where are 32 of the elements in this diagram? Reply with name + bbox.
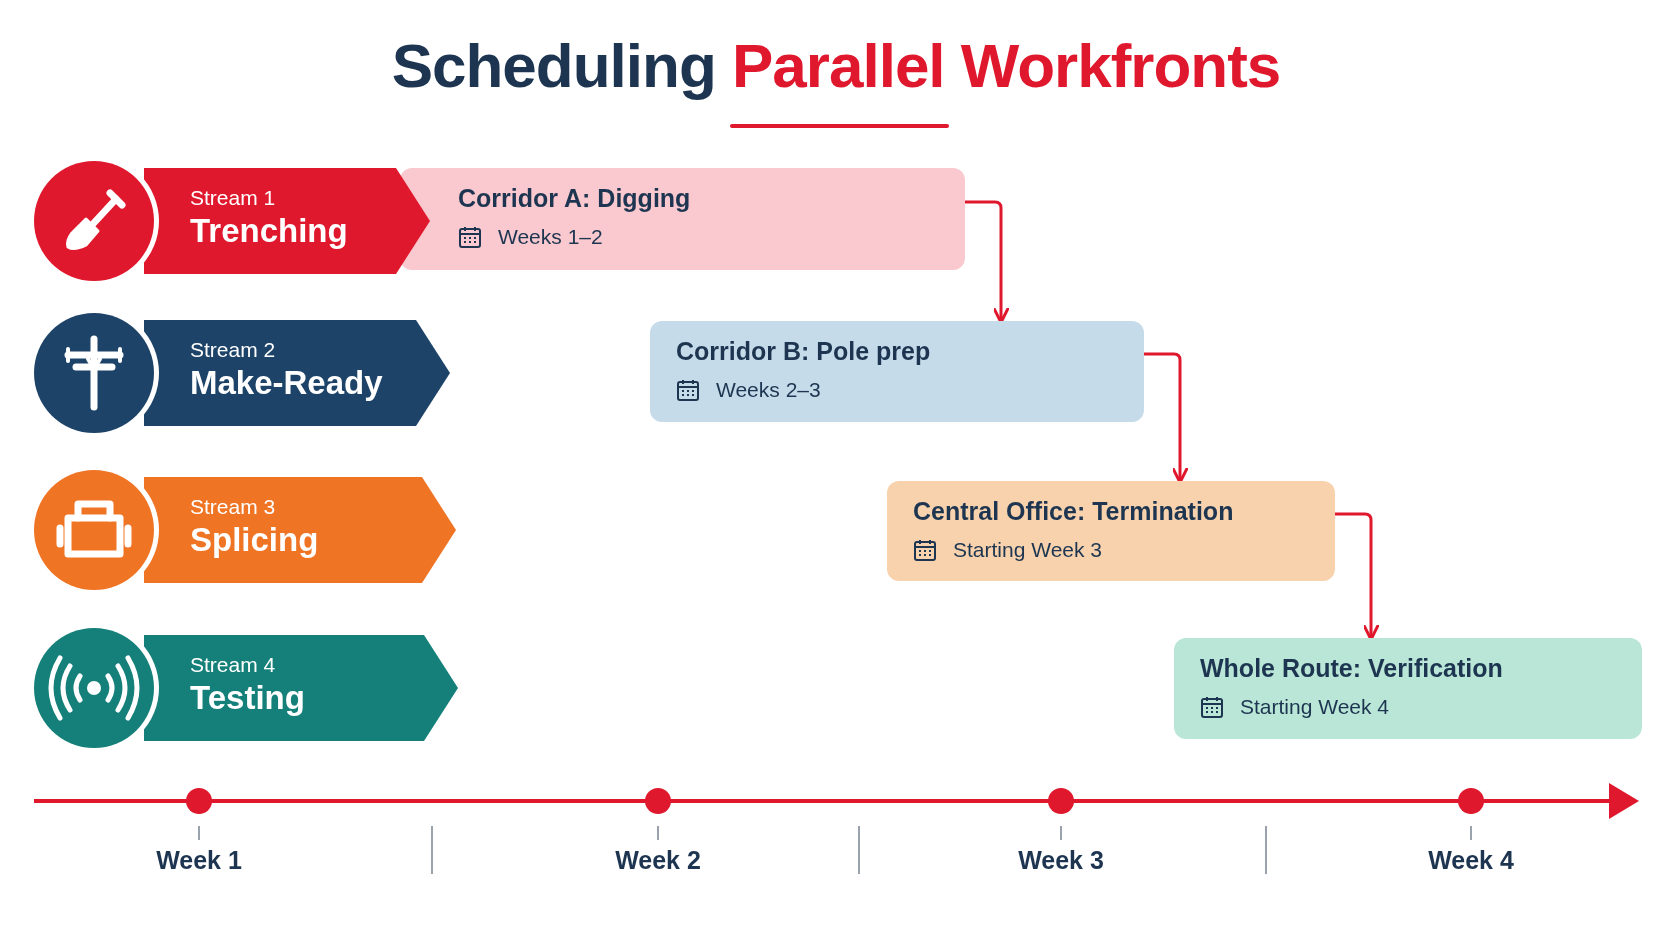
task-bar	[1174, 638, 1642, 739]
title: Scheduling Parallel Workfronts	[390, 30, 1282, 101]
task-bar	[650, 321, 1144, 422]
arrow	[1144, 352, 1189, 484]
stream-name: Trenching	[190, 212, 348, 250]
week-label: Week 2	[615, 846, 701, 875]
stream-name: Make-Ready	[190, 364, 383, 402]
stream-number: Stream 2	[190, 338, 276, 362]
stream-banner	[144, 635, 458, 741]
stream-name: Splicing	[190, 521, 319, 559]
date-range: Starting Week 4	[1240, 695, 1390, 719]
week-label: Week 4	[1428, 846, 1514, 875]
date-range: Weeks 2–3	[716, 378, 821, 402]
date-range: Starting Week 3	[953, 538, 1103, 562]
task-title: Corridor B: Pole prep	[676, 337, 931, 366]
stream-number: Stream 4	[190, 653, 276, 677]
task-bar	[887, 481, 1335, 581]
week-label: Week 3	[1018, 846, 1104, 875]
stream-number: Stream 1	[190, 186, 276, 210]
task-title: Central Office: Termination	[913, 497, 1234, 526]
arrow	[965, 200, 1010, 324]
task-title: Whole Route: Verification	[1200, 654, 1503, 683]
stream-banner	[144, 320, 450, 426]
stream-number: Stream 3	[190, 495, 276, 519]
task-bar	[400, 168, 965, 270]
stream-banner	[144, 168, 430, 274]
stream-banner	[144, 477, 456, 583]
date-range: Weeks 1–2	[498, 225, 603, 249]
arrow	[1335, 512, 1380, 641]
stream-name: Testing	[190, 679, 305, 717]
week-label: Week 1	[156, 846, 242, 875]
task-title: Corridor A: Digging	[458, 184, 691, 213]
